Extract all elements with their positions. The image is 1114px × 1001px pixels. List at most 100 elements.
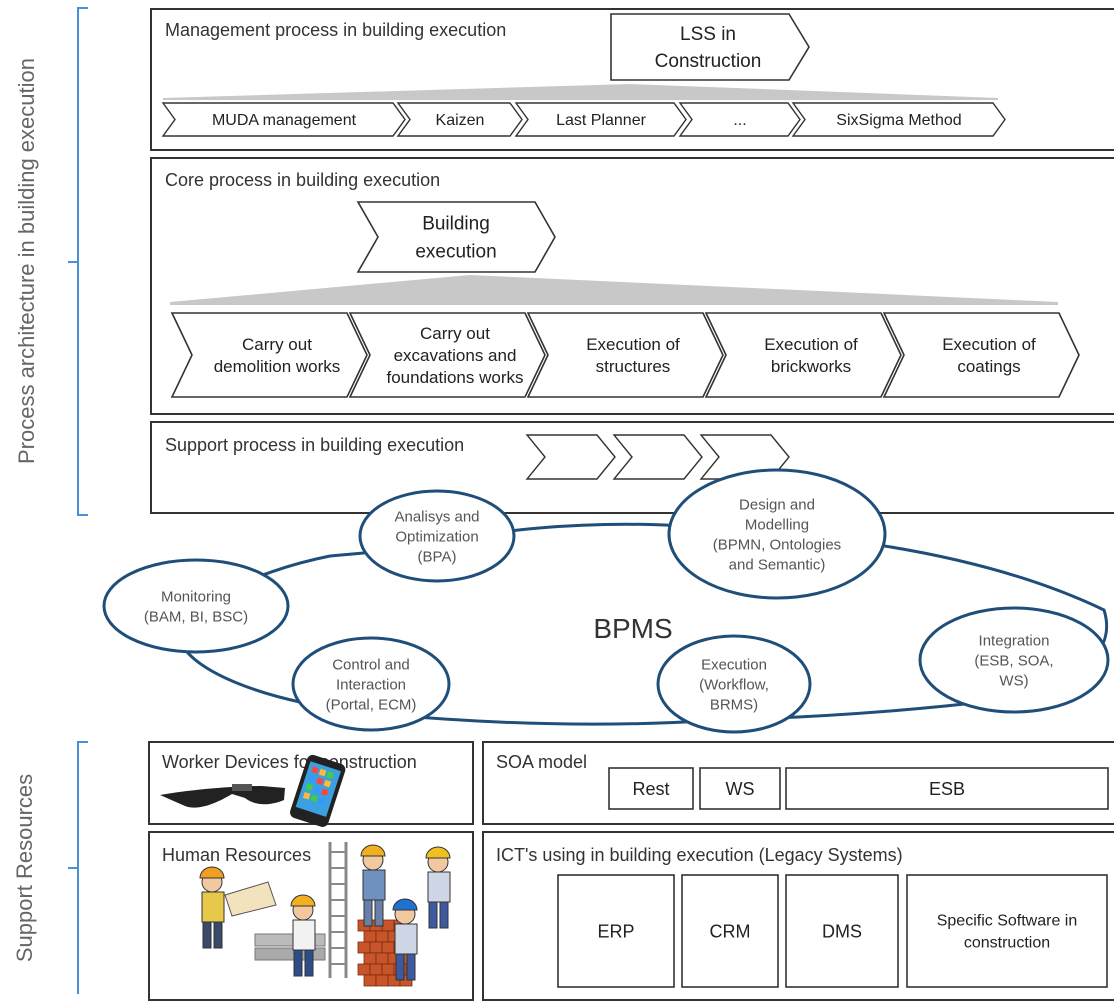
bpms-node-label-line: (ESB, SOA, — [974, 652, 1053, 669]
worker-leg — [406, 953, 416, 981]
support-chevron — [612, 434, 703, 480]
ict-system-box — [557, 874, 675, 988]
ict-system-label-line: construction — [964, 935, 1050, 952]
worker-bricklayer — [392, 898, 418, 981]
worker-engineer — [199, 866, 225, 949]
smartphone-app-icon — [326, 771, 334, 779]
support-chevron — [525, 434, 616, 480]
management-chevron-label: MUDA management — [212, 112, 357, 129]
worker-body — [292, 919, 316, 951]
core-chevron-label-line: Execution of — [764, 335, 858, 354]
worker-helmet — [425, 846, 451, 859]
worker-leg — [202, 921, 212, 949]
brick — [369, 941, 383, 954]
ict-system-label-line: CRM — [710, 921, 751, 941]
workers-illustration — [224, 842, 413, 987]
management-fan-base — [163, 98, 998, 100]
side-brackets — [68, 7, 88, 994]
worker-helmet — [290, 894, 316, 907]
core-chevron-label: Carry out demolition works — [214, 335, 341, 376]
soa-item-box — [699, 767, 781, 810]
brick — [375, 974, 389, 987]
core-chevron-label-line: structures — [596, 357, 671, 376]
smartphone-app-icon — [305, 783, 314, 791]
soa-item-box — [785, 767, 1109, 810]
brick — [363, 930, 377, 943]
ict-system-label: DMS — [822, 921, 862, 941]
worker-body — [362, 869, 386, 901]
bpms-node-label-line: Optimization — [395, 528, 478, 545]
worker-body — [201, 891, 225, 923]
brick — [357, 941, 371, 954]
soa-item-label: WS — [726, 779, 755, 799]
core-chevron-label-line: demolition works — [214, 357, 341, 376]
core-chevron — [170, 312, 368, 398]
core-chevron-label: Execution of structures — [586, 335, 680, 376]
bpms-node-label-line: Modelling — [745, 516, 809, 533]
bpms-node-ellipse — [918, 606, 1110, 714]
core-fan-base — [170, 302, 1058, 305]
ict-system-label-line: ERP — [597, 921, 634, 941]
process-architecture-bracket — [68, 7, 88, 516]
management-chevron-label: ... — [733, 112, 746, 129]
ict-system-box — [906, 874, 1108, 988]
management-chevron — [514, 102, 687, 137]
lss-in-construction-label-line: Construction — [655, 51, 762, 72]
smart-glasses-camera — [232, 784, 252, 791]
bpms-node-label-line: (Portal, ECM) — [326, 696, 417, 713]
ict-system-label-line: DMS — [822, 921, 862, 941]
worker-helmet — [199, 866, 225, 879]
management-chevron — [678, 102, 801, 137]
smartphone-app-icon — [318, 768, 327, 777]
smartphone-app-icon — [320, 788, 329, 796]
worker-leg — [293, 949, 303, 977]
brick — [375, 952, 389, 965]
worker-leg — [374, 899, 384, 927]
soa-item-box — [608, 767, 694, 810]
ict-system-label: ERP — [597, 921, 634, 941]
core-chevron-label-line: Carry out — [420, 324, 490, 343]
worker-helmet — [360, 844, 386, 857]
bpms-node-label-line: Control and — [332, 656, 410, 673]
core-process-title: Core process in building execution — [165, 170, 441, 190]
ict-legacy-title: ICT's using in building execution (Legac… — [496, 845, 903, 865]
smartphone-app-icon — [302, 791, 311, 800]
bpms-label: BPMS — [593, 613, 672, 644]
human-resources-title: Human Resources — [162, 845, 312, 865]
core-chevron-label: Execution of coatings — [942, 335, 1036, 376]
management-fan — [163, 84, 998, 98]
worker-devices-title: Worker Devices for construction — [162, 752, 417, 772]
management-chevron-label: Kaizen — [436, 112, 485, 129]
bpms-node-label-line: Design and — [739, 496, 815, 513]
ict-system-label: CRM — [710, 921, 751, 941]
lss-in-construction-chevron — [610, 13, 810, 81]
lss-in-construction-label-line: LSS in — [680, 24, 736, 45]
smart-glasses-frame — [160, 786, 285, 808]
management-chevron — [791, 102, 1006, 137]
smartphone-app-icon — [313, 785, 321, 794]
bpms-node-label-line: (BAM, BI, BSC) — [144, 608, 248, 625]
smartphone-app-icon — [311, 766, 319, 774]
bpms-node-label: Monitoring (BAM, BI, BSC) — [144, 588, 248, 625]
worker-leg — [363, 899, 373, 927]
bpms-node-ellipse — [291, 636, 451, 732]
bpms-node-label-line: Monitoring — [161, 588, 231, 605]
bpms-node-label-line: Integration — [979, 632, 1050, 649]
core-chevron-label-line: coatings — [957, 357, 1020, 376]
soa-item-label: ESB — [929, 779, 965, 799]
brick — [381, 941, 395, 954]
worker-leg — [213, 921, 223, 949]
core-chevron-label-line: Carry out — [242, 335, 312, 354]
bpms-node-label-line: Analisys and — [394, 508, 479, 525]
smartphone-app-icon — [318, 796, 326, 805]
core-chevron-label-line: Execution of — [942, 335, 1036, 354]
blueprint-icon — [224, 881, 277, 917]
bpms-node-label-line: Execution — [701, 656, 767, 673]
bpms-node-label-line: Interaction — [336, 676, 406, 693]
core-chevron-label-line: Execution of — [586, 335, 680, 354]
